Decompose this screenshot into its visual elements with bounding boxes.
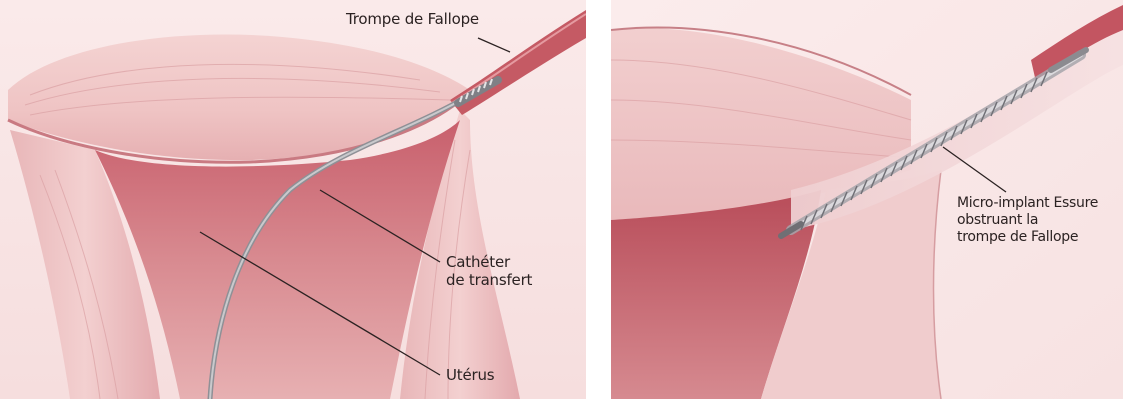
label-catheter-line1: Cathéter — [446, 253, 532, 271]
label-fallopian-tube: Trompe de Fallope — [346, 10, 479, 28]
label-implant-line2: obstruant la — [957, 212, 1098, 229]
uterus-catheter-illustration — [0, 0, 586, 399]
label-implant-line3: trompe de Fallope — [957, 229, 1098, 246]
label-catheter: Cathéter de transfert — [446, 253, 532, 289]
left-illustration-panel: Trompe de Fallope Cathéter de transfert … — [0, 0, 586, 399]
label-micro-implant: Micro-implant Essure obstruant la trompe… — [957, 195, 1098, 246]
right-illustration-panel: Micro-implant Essure obstruant la trompe… — [611, 0, 1123, 399]
label-uterus: Utérus — [446, 366, 494, 384]
label-implant-line1: Micro-implant Essure — [957, 195, 1098, 212]
label-catheter-line2: de transfert — [446, 271, 532, 289]
